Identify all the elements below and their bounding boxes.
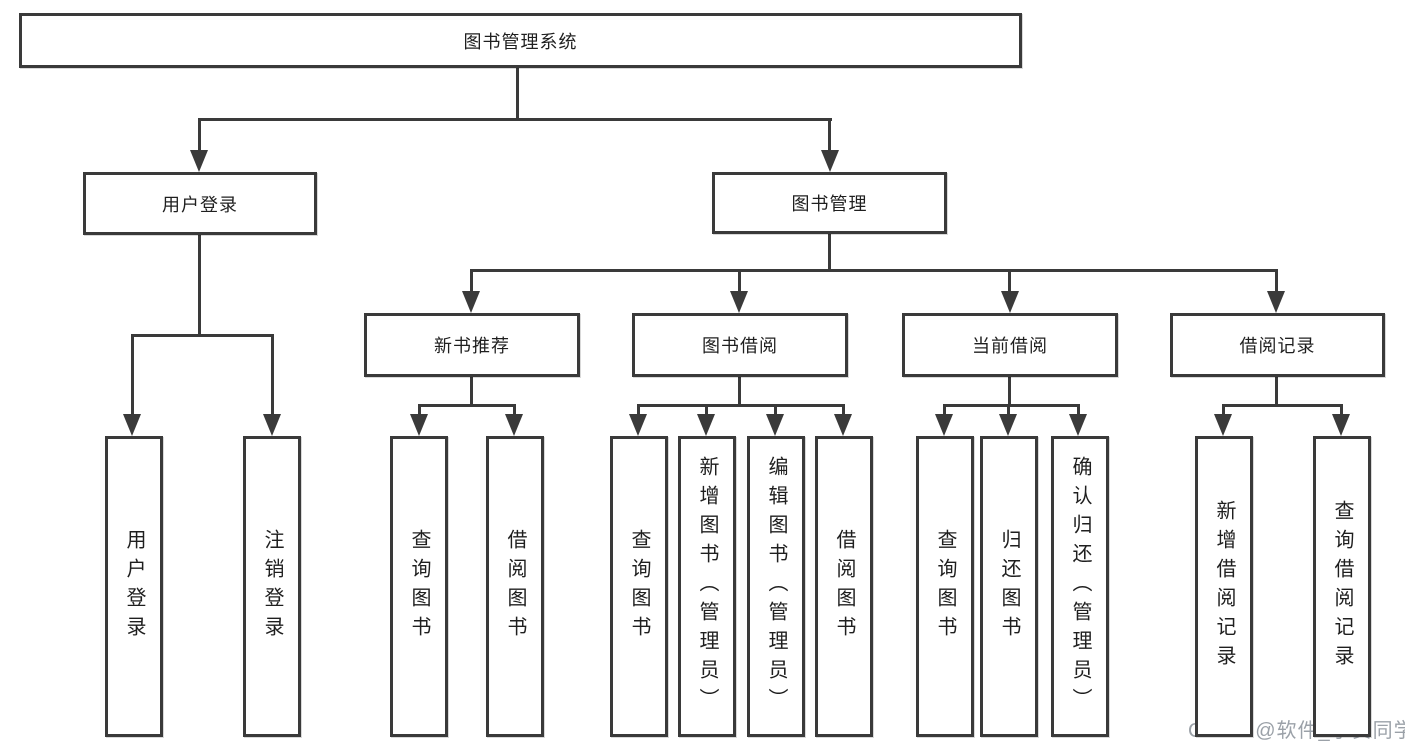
connector-line [1008, 377, 1011, 406]
connector-line [1007, 404, 1010, 418]
connector-line [637, 404, 845, 407]
arrow-down-icon [629, 414, 647, 436]
node-leaf-query-borrow-record: 查询借阅记录 [1313, 436, 1371, 737]
connector-line [271, 334, 274, 416]
node-leaf-edit-books-admin: 编辑图书（管理员） [747, 436, 805, 737]
connector-line [828, 234, 831, 272]
node-book-management: 图书管理 [712, 172, 947, 234]
arrow-down-icon [462, 291, 480, 313]
arrow-down-icon [1214, 414, 1232, 436]
connector-line [774, 404, 777, 418]
connector-line [738, 269, 741, 295]
connector-line [637, 404, 640, 418]
connector-line [943, 404, 1080, 407]
arrow-down-icon [821, 150, 839, 172]
connector-line [1008, 269, 1011, 295]
node-leaf-logout: 注销登录 [243, 436, 301, 737]
connector-line [516, 68, 519, 120]
connector-line [1222, 404, 1342, 407]
node-current-borrowing: 当前借阅 [902, 313, 1118, 377]
connector-line [1275, 377, 1278, 406]
arrow-down-icon [730, 291, 748, 313]
arrow-down-icon [410, 414, 428, 436]
connector-line [828, 118, 831, 154]
node-new-book-recommend: 新书推荐 [364, 313, 580, 377]
arrow-down-icon [834, 414, 852, 436]
connector-line [470, 377, 473, 406]
node-leaf-query-books-2: 查询图书 [610, 436, 668, 737]
node-user-login: 用户登录 [83, 172, 317, 235]
connector-line [418, 404, 516, 407]
arrow-down-icon [766, 414, 784, 436]
connector-line [470, 269, 1278, 272]
connector-line [705, 404, 708, 418]
arrow-down-icon [999, 414, 1017, 436]
arrow-down-icon [935, 414, 953, 436]
node-leaf-add-borrow-record: 新增借阅记录 [1195, 436, 1253, 737]
arrow-down-icon [1332, 414, 1350, 436]
node-leaf-borrow-books-1: 借阅图书 [486, 436, 544, 737]
node-leaf-borrow-books-2: 借阅图书 [815, 436, 873, 737]
node-leaf-query-books-3: 查询图书 [916, 436, 974, 737]
connector-line [198, 118, 832, 121]
connector-line [738, 377, 741, 406]
connector-line [1222, 404, 1225, 418]
arrow-down-icon [263, 414, 281, 436]
node-leaf-add-books-admin: 新增图书（管理员） [678, 436, 736, 737]
connector-line [470, 269, 473, 295]
arrow-down-icon [505, 414, 523, 436]
connector-line [943, 404, 946, 418]
node-leaf-user-login: 用户登录 [105, 436, 163, 737]
arrow-down-icon [190, 150, 208, 172]
connector-line [198, 235, 201, 336]
connector-line [418, 404, 421, 418]
node-book-borrowing: 图书借阅 [632, 313, 848, 377]
connector-line [1275, 269, 1278, 295]
connector-line [1077, 404, 1080, 418]
arrow-down-icon [1001, 291, 1019, 313]
node-borrowing-records: 借阅记录 [1170, 313, 1385, 377]
arrow-down-icon [123, 414, 141, 436]
connector-line [198, 118, 201, 154]
connector-line [131, 334, 274, 337]
node-leaf-confirm-return: 确认归还（管理员） [1051, 436, 1109, 737]
node-library-system: 图书管理系统 [19, 13, 1022, 68]
arrow-down-icon [1069, 414, 1087, 436]
connector-line [513, 404, 516, 418]
connector-line [1340, 404, 1343, 418]
arrow-down-icon [697, 414, 715, 436]
node-leaf-return-books: 归还图书 [980, 436, 1038, 737]
connector-line [842, 404, 845, 418]
connector-line [131, 334, 134, 416]
node-leaf-query-books-1: 查询图书 [390, 436, 448, 737]
arrow-down-icon [1267, 291, 1285, 313]
